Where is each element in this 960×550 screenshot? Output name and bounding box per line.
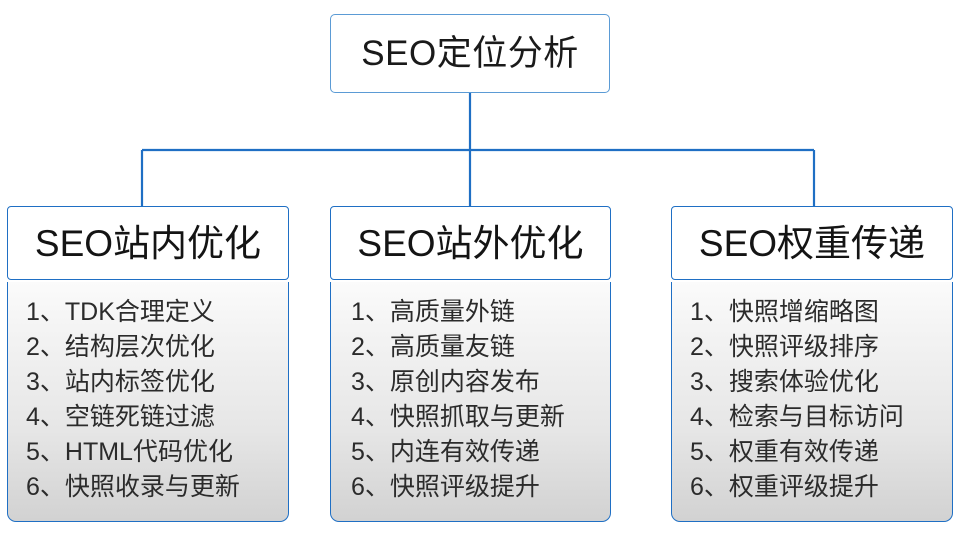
list-item: 6、权重评级提升 <box>690 473 879 501</box>
branch-list-on-site: 1、TDK合理定义 2、结构层次优化 3、站内标签优化 4、空链死链过滤 5、H… <box>7 282 289 522</box>
list-item: 5、权重有效传递 <box>690 438 879 466</box>
list-item: 5、内连有效传递 <box>351 438 540 466</box>
branch-header-off-site[interactable]: SEO站外优化 <box>330 206 611 280</box>
list-item: 1、高质量外链 <box>351 298 515 326</box>
root-node-label: SEO定位分析 <box>361 34 579 73</box>
root-node[interactable]: SEO定位分析 <box>330 14 610 93</box>
list-item: 4、空链死链过滤 <box>26 403 215 431</box>
list-item: 2、高质量友链 <box>351 333 515 361</box>
list-item: 1、快照增缩略图 <box>690 298 879 326</box>
branch-title-off-site: SEO站外优化 <box>357 222 584 264</box>
branch-title-on-site: SEO站内优化 <box>34 222 262 264</box>
branch-column-off-site: SEO站外优化 1、高质量外链 2、高质量友链 3、原创内容发布 4、快照抓取与… <box>330 206 611 522</box>
branch-header-weight-transfer[interactable]: SEO权重传递 <box>671 206 953 280</box>
list-item: 3、搜索体验优化 <box>690 368 879 396</box>
list-item: 3、站内标签优化 <box>26 368 215 396</box>
list-item: 5、HTML代码优化 <box>26 438 233 466</box>
list-item: 4、检索与目标访问 <box>690 403 904 431</box>
branch-list-weight-transfer: 1、快照增缩略图 2、快照评级排序 3、搜索体验优化 4、检索与目标访问 5、权… <box>671 282 953 522</box>
list-item: 2、快照评级排序 <box>690 333 879 361</box>
branch-header-on-site[interactable]: SEO站内优化 <box>7 206 289 280</box>
branch-title-weight-transfer: SEO权重传递 <box>698 222 926 264</box>
list-item: 3、原创内容发布 <box>351 368 540 396</box>
branch-column-on-site: SEO站内优化 1、TDK合理定义 2、结构层次优化 3、站内标签优化 4、空链… <box>7 206 289 522</box>
list-item: 6、快照收录与更新 <box>26 473 240 501</box>
list-item: 4、快照抓取与更新 <box>351 403 565 431</box>
branch-column-weight-transfer: SEO权重传递 1、快照增缩略图 2、快照评级排序 3、搜索体验优化 4、检索与… <box>671 206 953 522</box>
list-item: 2、结构层次优化 <box>26 333 215 361</box>
list-item: 6、快照评级提升 <box>351 473 540 501</box>
branch-list-off-site: 1、高质量外链 2、高质量友链 3、原创内容发布 4、快照抓取与更新 5、内连有… <box>330 282 611 522</box>
list-item: 1、TDK合理定义 <box>26 298 215 326</box>
